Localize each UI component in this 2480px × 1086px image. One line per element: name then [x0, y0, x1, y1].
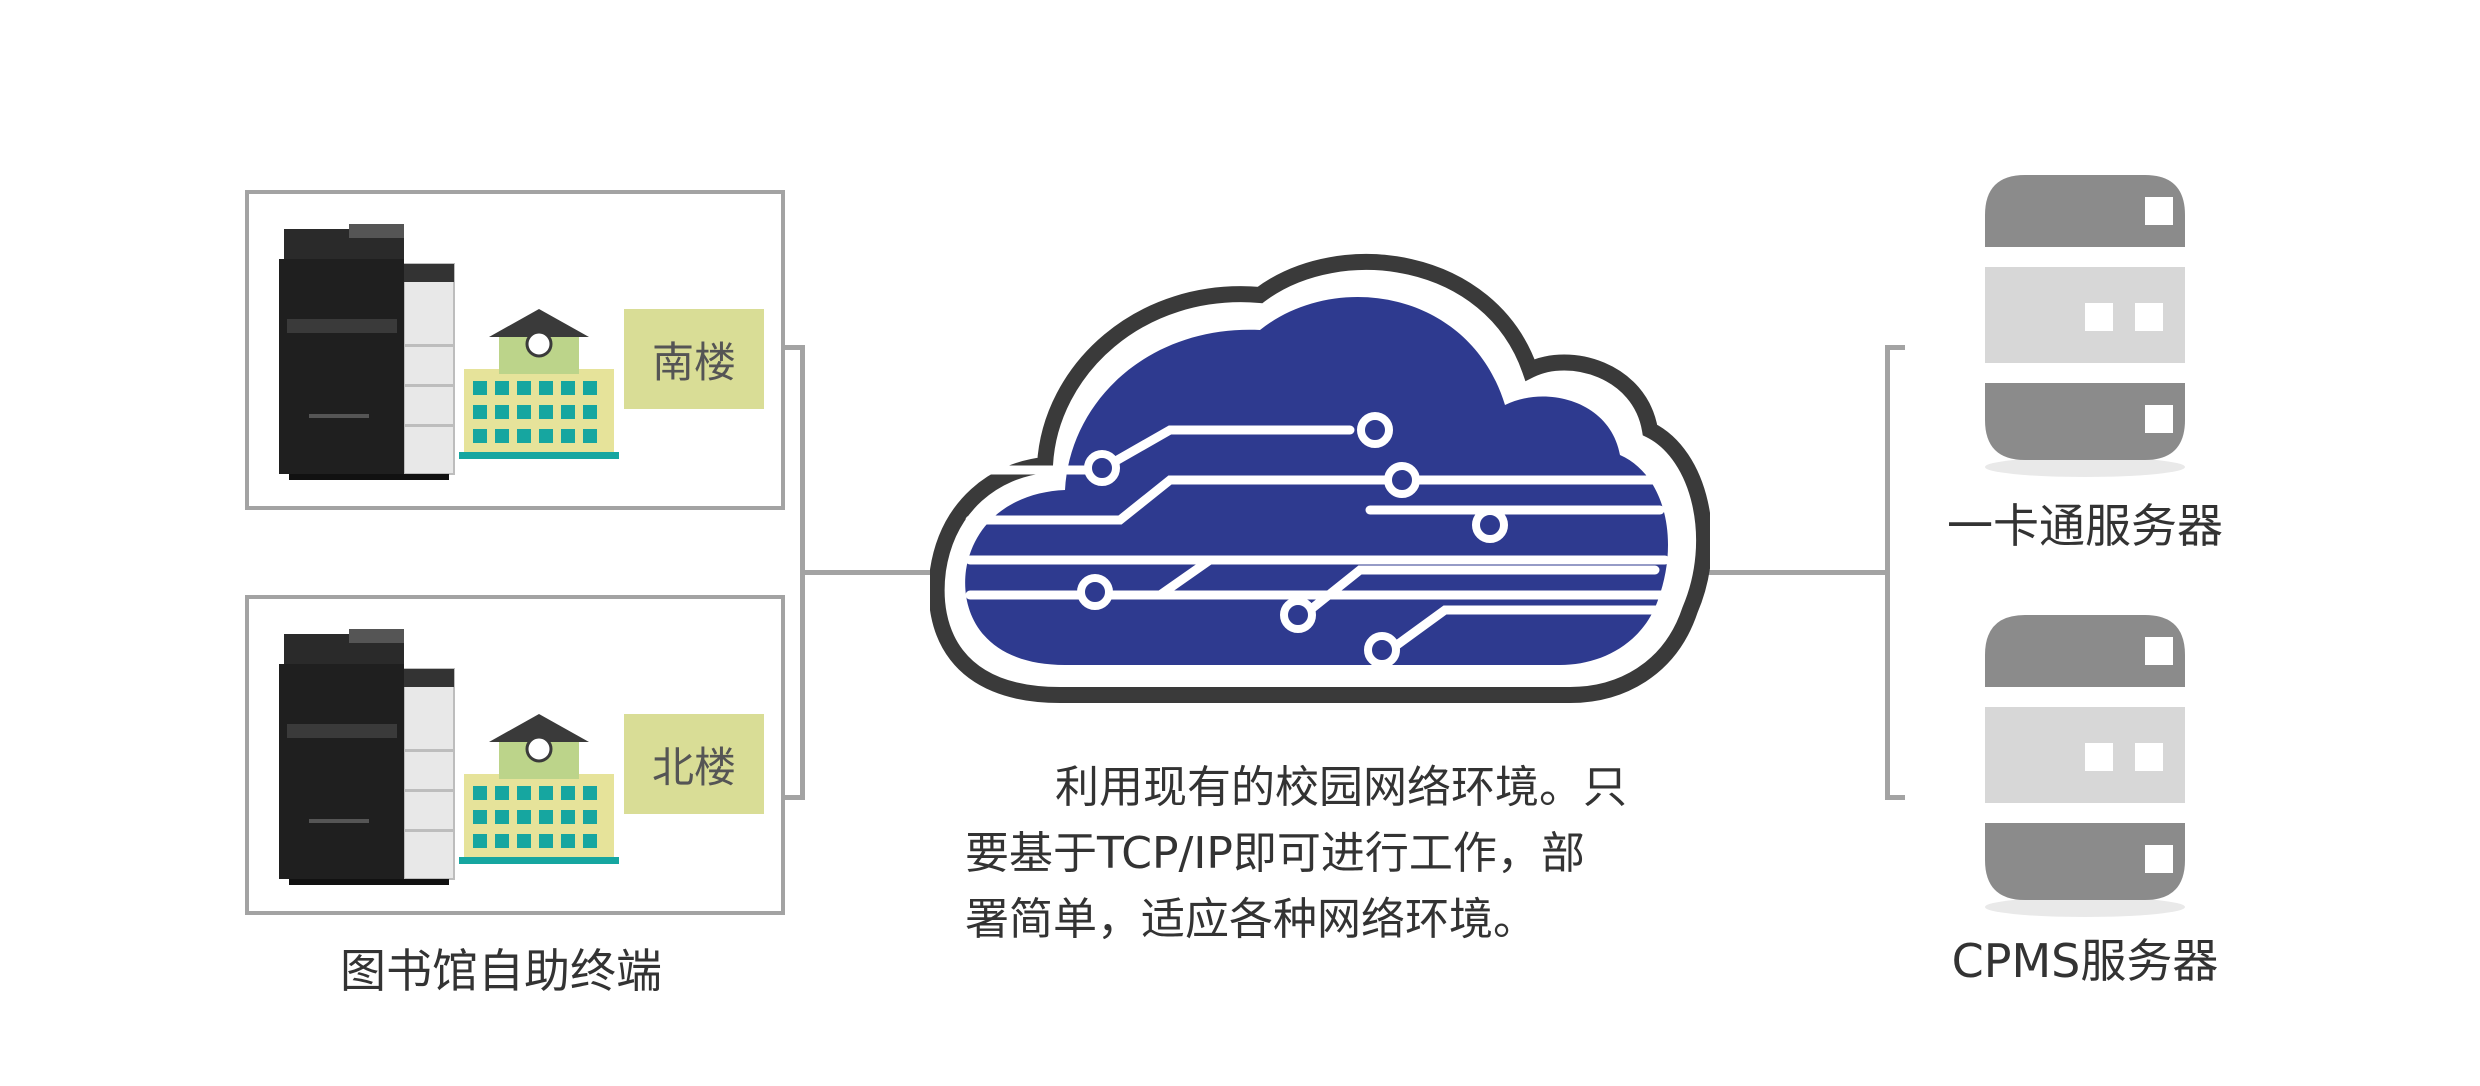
- left-bracket-top: [785, 345, 805, 350]
- terminal-panel-south: 南楼: [245, 190, 785, 510]
- description-line-1: 利用现有的校园网络环境。只: [1055, 762, 1627, 813]
- left-connector-line: [800, 570, 940, 575]
- description-line-3: 署简单，适应各种网络环境。: [965, 894, 1537, 945]
- printer-icon: [279, 224, 455, 480]
- server-icon: [1985, 615, 2185, 917]
- description-text: 利用现有的校园网络环境。只 要基于TCP/IP即可进行工作，部 署简单，适应各种…: [965, 755, 1685, 953]
- right-bracket-vertical: [1885, 345, 1890, 800]
- school-building-icon: [459, 714, 619, 864]
- server-icon: [1985, 175, 2185, 477]
- right-bracket-top: [1885, 345, 1905, 350]
- building-label-north: 北楼: [624, 714, 764, 814]
- right-bracket-bottom: [1885, 795, 1905, 800]
- terminal-panel-north: 北楼: [245, 595, 785, 915]
- terminals-caption: 图书馆自助终端: [340, 944, 662, 998]
- description-line-2: 要基于TCP/IP即可进行工作，部: [965, 828, 1585, 879]
- server-label-card: 一卡通服务器: [1947, 499, 2223, 553]
- cloud-network-icon: [930, 254, 1710, 703]
- printer-icon: [279, 629, 455, 885]
- server-label-cpms: CPMS服务器: [1951, 934, 2219, 988]
- building-label-south: 南楼: [624, 309, 764, 409]
- left-bracket-bottom: [785, 795, 805, 800]
- school-building-icon: [459, 309, 619, 459]
- right-connector-line: [1700, 570, 1890, 575]
